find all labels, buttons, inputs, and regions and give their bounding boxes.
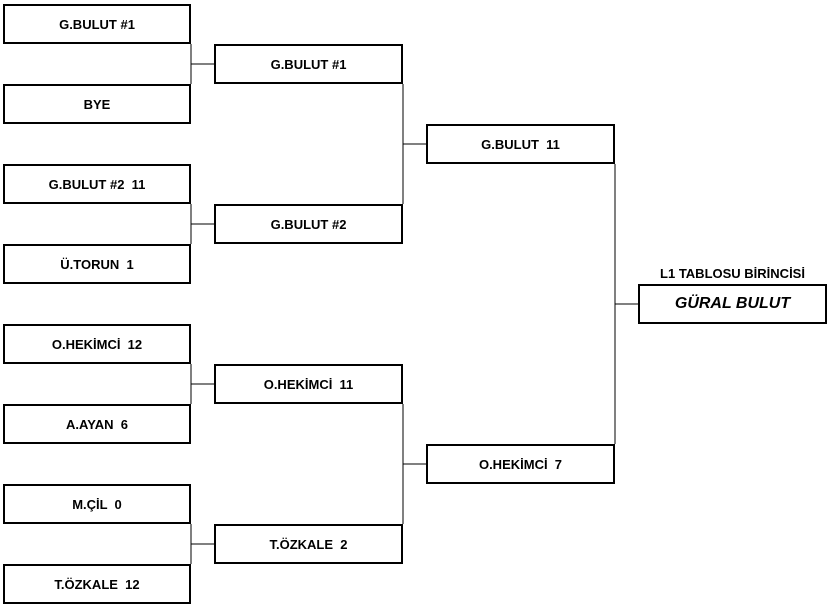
round2-slot-2: G.BULUT #2 xyxy=(214,204,403,244)
round1-slot-1: G.BULUT #1 xyxy=(3,4,191,44)
round3-slot-2: O.HEKİMCİ 7 xyxy=(426,444,615,484)
round1-slot-5: O.HEKİMCİ 12 xyxy=(3,324,191,364)
round2-slot-3: O.HEKİMCİ 11 xyxy=(214,364,403,404)
winner-title: L1 TABLOSU BİRİNCİSİ xyxy=(660,266,805,281)
round1-slot-3: G.BULUT #2 11 xyxy=(3,164,191,204)
round1-slot-8: T.ÖZKALE 12 xyxy=(3,564,191,604)
round1-slot-4: Ü.TORUN 1 xyxy=(3,244,191,284)
round1-slot-6: A.AYAN 6 xyxy=(3,404,191,444)
round2-slot-4: T.ÖZKALE 2 xyxy=(214,524,403,564)
round1-slot-7: M.ÇİL 0 xyxy=(3,484,191,524)
round1-slot-2: BYE xyxy=(3,84,191,124)
round2-slot-1: G.BULUT #1 xyxy=(214,44,403,84)
winner-box: GÜRAL BULUT xyxy=(638,284,827,324)
round3-slot-1: G.BULUT 11 xyxy=(426,124,615,164)
